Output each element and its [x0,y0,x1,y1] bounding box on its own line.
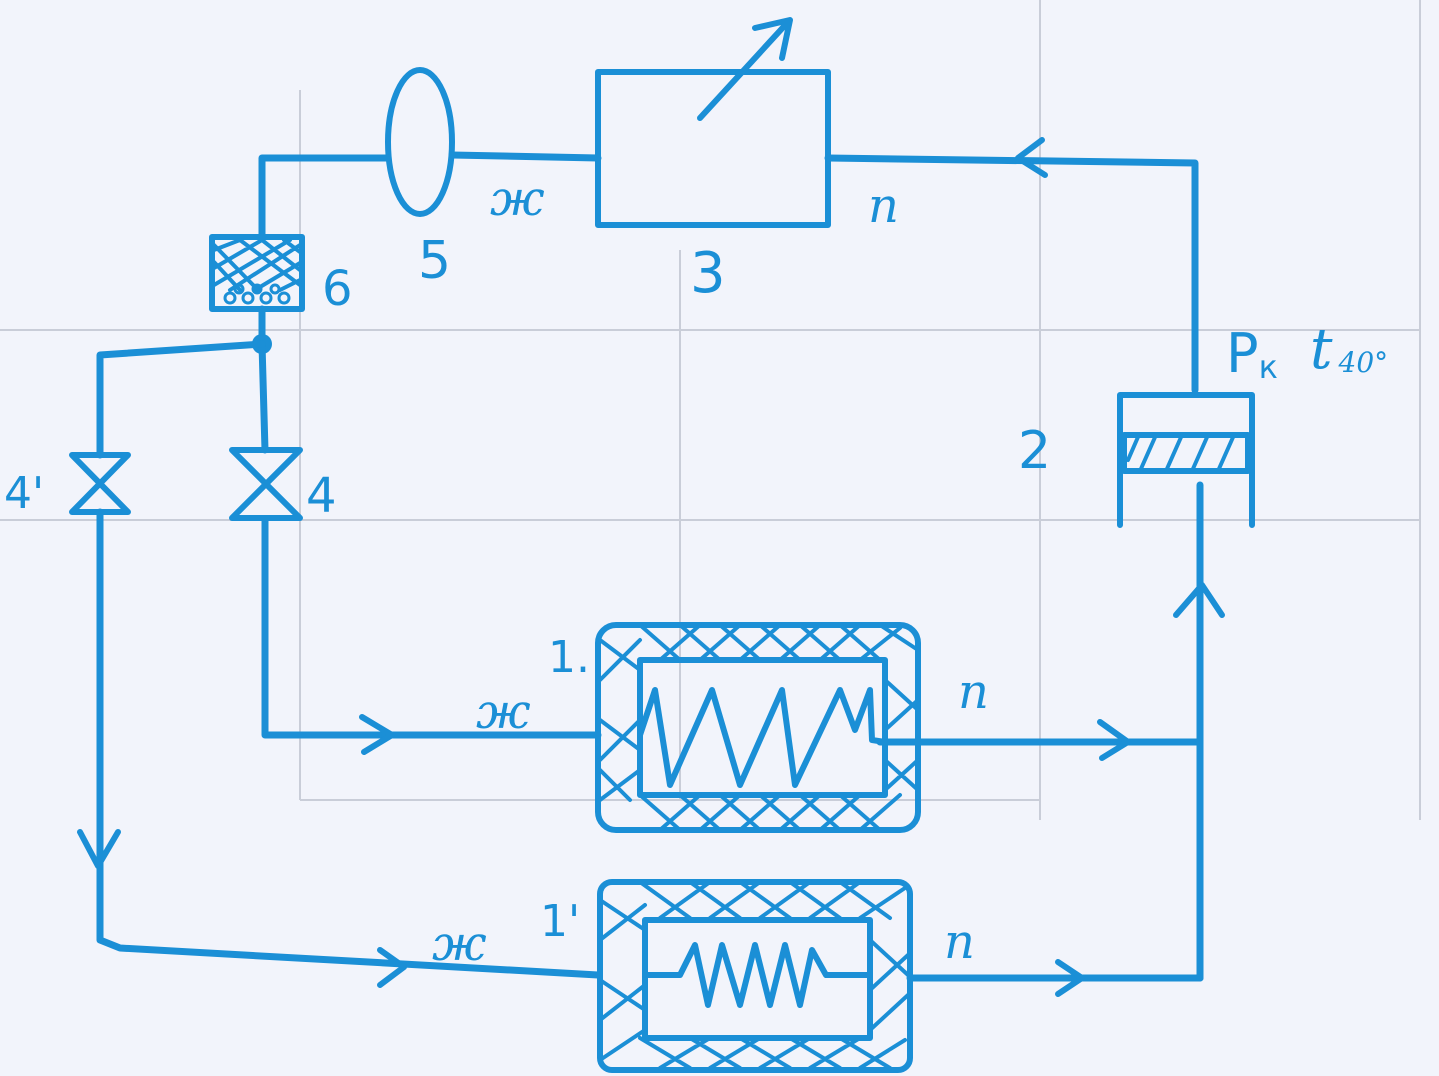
pipe-receiver-filter [258,154,392,241]
label-1-prime: 1' [540,896,580,947]
arrow-to-evaporator-1 [359,714,395,755]
label-vapor-mid: п [958,664,989,720]
arrow-up-riser [1173,582,1225,618]
pipe-condenser-receiver [448,151,602,162]
label-pk-subscript: к [1259,348,1278,386]
label-liquid-bot: ж [432,916,487,972]
filter-drier-6 [209,234,305,312]
label-t-subscript: 40° [1338,346,1389,379]
condenser-3 [595,17,831,228]
filter-granules [223,283,291,305]
condenser-outlet-arrow [697,17,793,121]
evaporator-1-coil [637,687,888,788]
evaporator-1 [595,622,921,833]
arrow-to-evaporator-1p [377,947,407,988]
label-2: 2 [1018,421,1051,481]
expansion-valve-4-prime [69,452,131,515]
label-4: 4 [306,468,337,524]
label-liquid-mid: ж [476,684,531,740]
label-1: 1. [548,632,590,683]
label-vapor-top: п [868,178,899,234]
arrow-into-condenser [1015,137,1048,178]
arrow-from-evaporator-1 [1097,719,1131,761]
label-3: 3 [690,241,726,306]
evaporator-1-prime [597,879,913,1073]
label-vapor-bot: п [944,914,975,970]
compressor-2 [1117,392,1255,528]
label-6: 6 [322,261,353,317]
label-5: 5 [418,231,451,291]
flow-arrows [77,137,1225,997]
arrow-down-left [77,829,121,869]
label-4-prime: 4' [4,468,44,519]
arrow-from-evaporator-1p [1055,959,1085,997]
expansion-valve-4 [229,447,303,521]
label-liquid-top: ж [490,171,545,227]
evaporator-1p-coil [642,942,873,1008]
label-pk: Pк [1226,322,1278,386]
receiver-5 [385,67,455,217]
piping [96,151,1204,982]
